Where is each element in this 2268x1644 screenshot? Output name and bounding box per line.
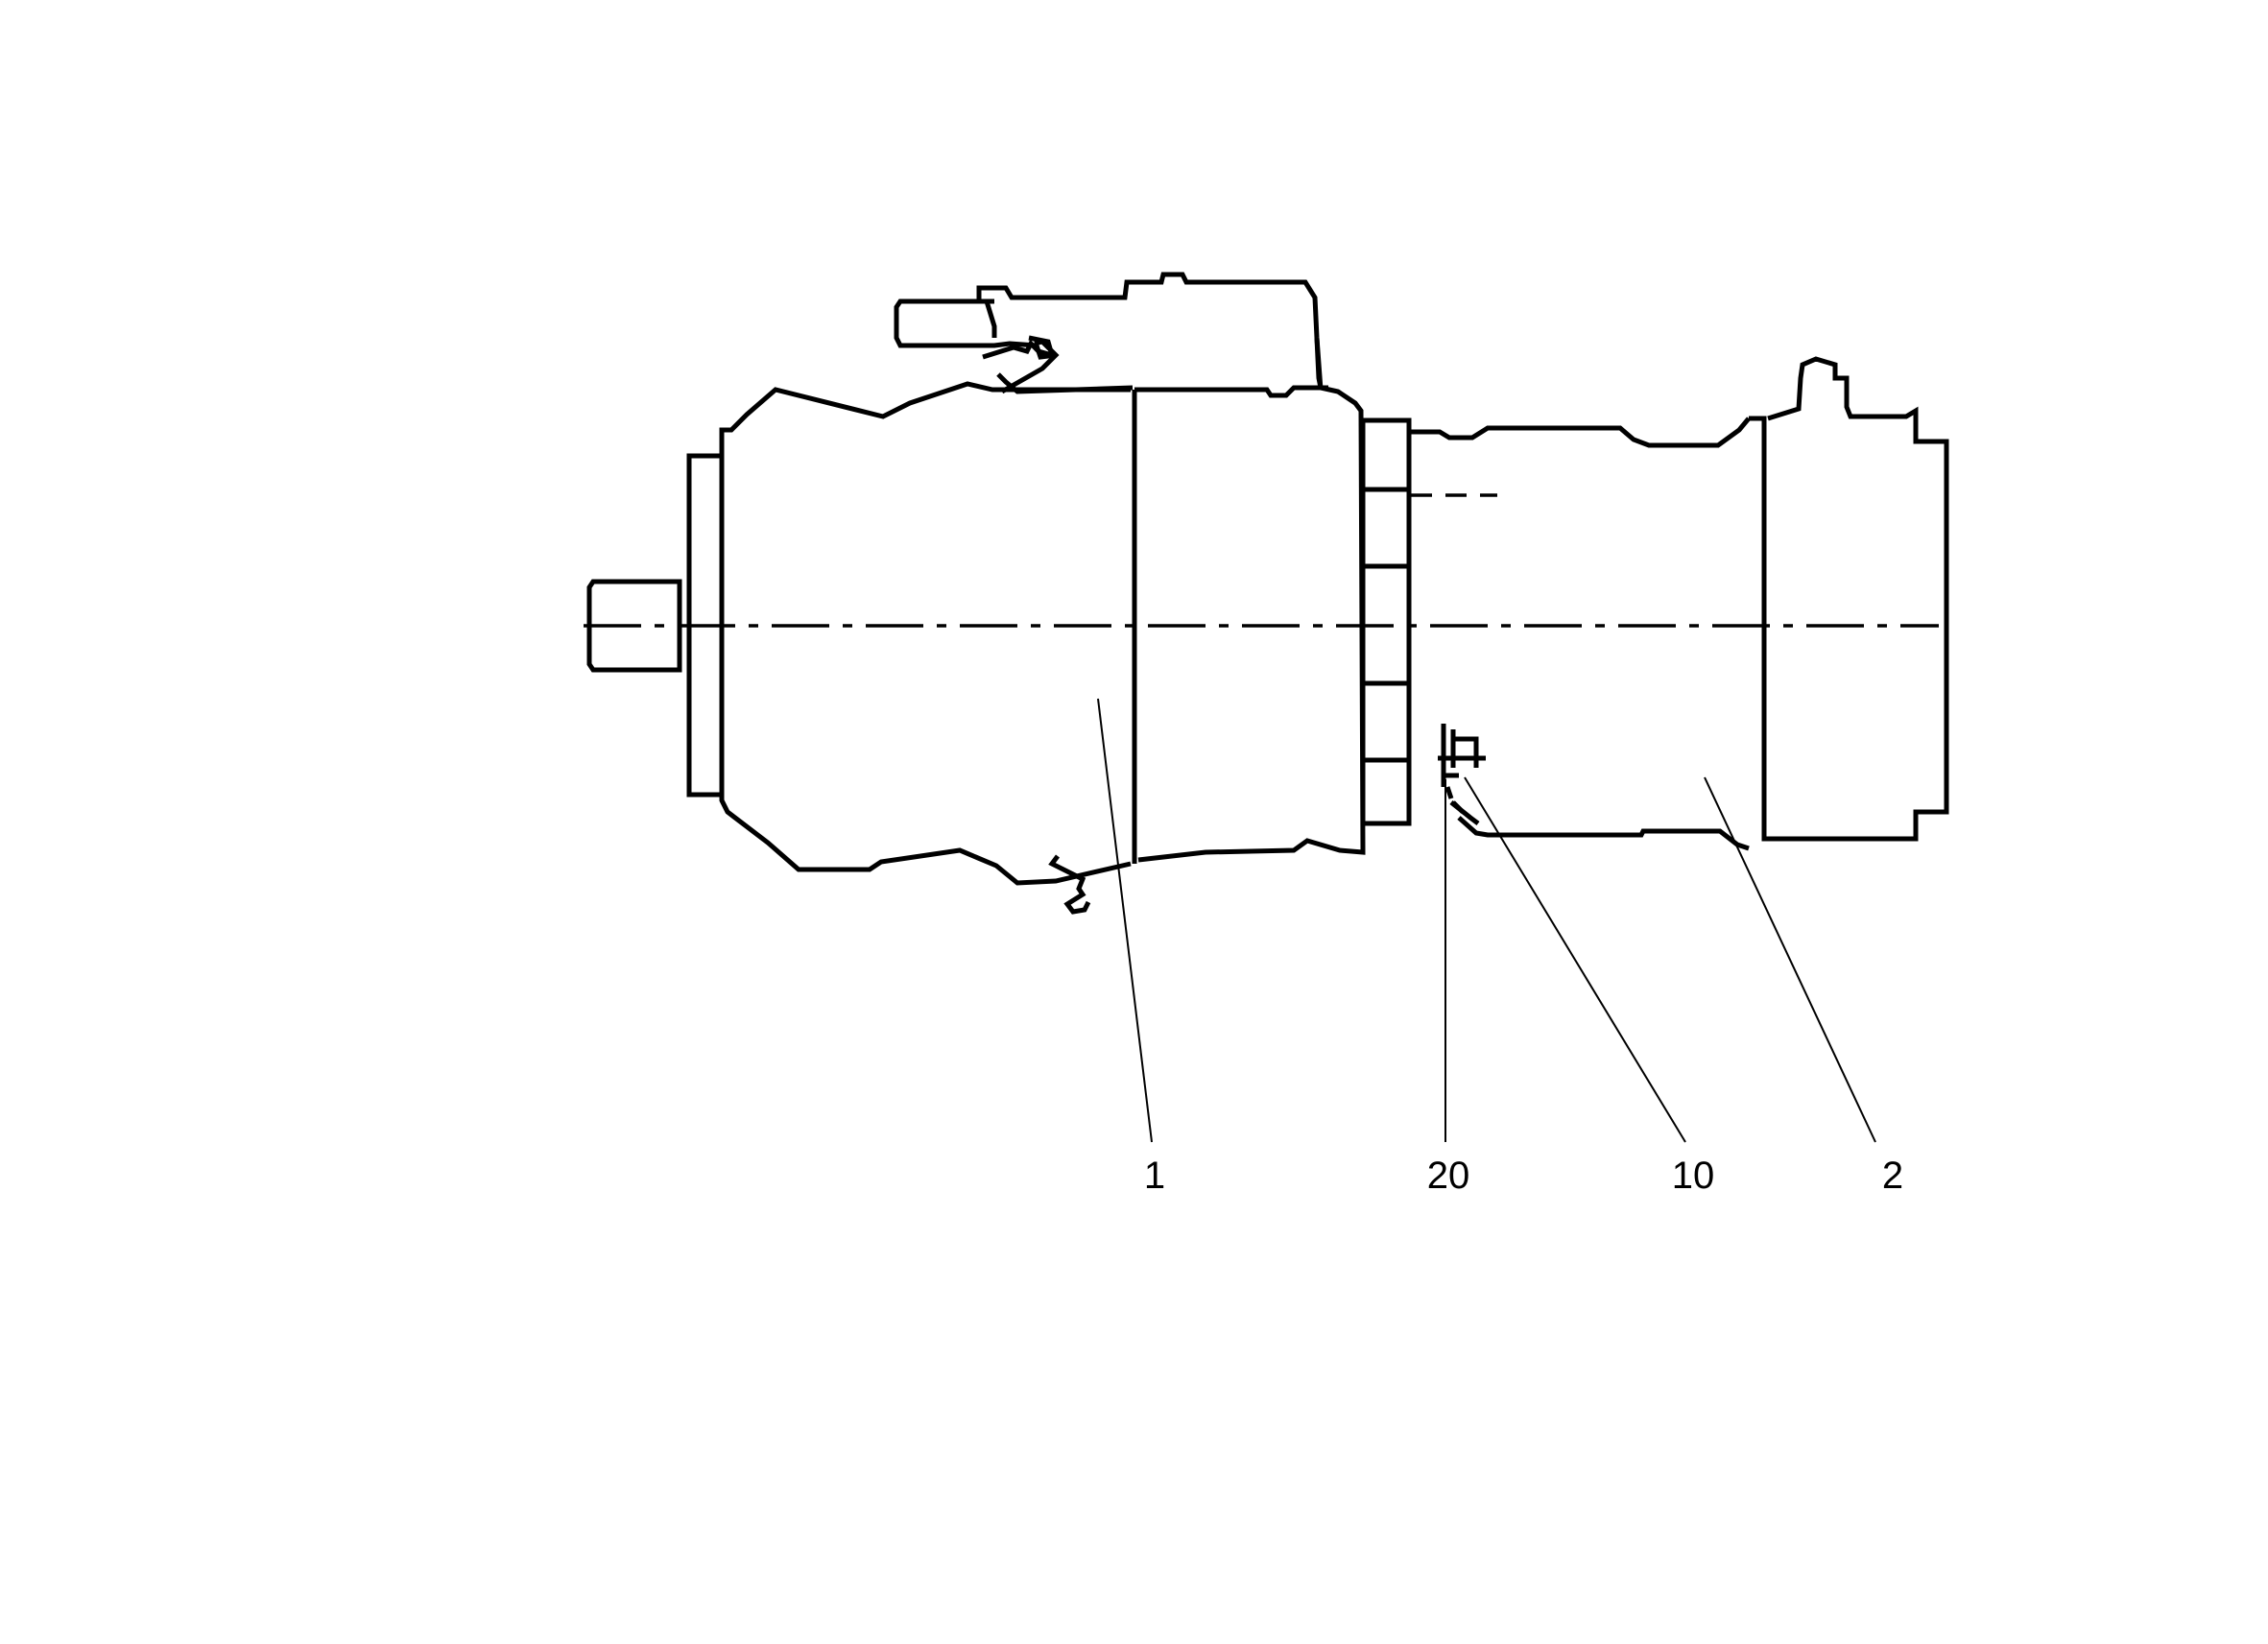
leader-line-1: [1097, 698, 1153, 1143]
control-valve-edge: [1137, 337, 1366, 863]
rear-pump-housing: [1409, 417, 1751, 448]
lower-port: [1048, 854, 1091, 915]
callout-label-2: 2: [1882, 1155, 1903, 1197]
leader-line-2: [1704, 776, 1876, 1143]
control-valve-block: [976, 272, 1324, 391]
drive-shaft: [586, 579, 682, 673]
control-valve-plug: [894, 298, 1057, 360]
upper-port-plate: [996, 372, 1134, 394]
upper-port: [982, 335, 1056, 360]
seal-fitting-base: [1449, 800, 1480, 825]
housing-top-edge: [1134, 385, 1328, 398]
seal-fitting: [1438, 724, 1486, 814]
callout-label-20: 20: [1427, 1155, 1470, 1197]
callout-label-10: 10: [1672, 1155, 1715, 1197]
callout-label-1: 1: [1144, 1155, 1165, 1197]
main-pump-housing: [719, 381, 1132, 886]
rear-pump-housing-lower: [1457, 816, 1750, 851]
upper-port-tab: [1000, 339, 1060, 394]
adapter-block: [1360, 417, 1412, 826]
rear-pump-end-cap: [1749, 356, 1949, 842]
leader-line-10: [1464, 776, 1686, 1143]
